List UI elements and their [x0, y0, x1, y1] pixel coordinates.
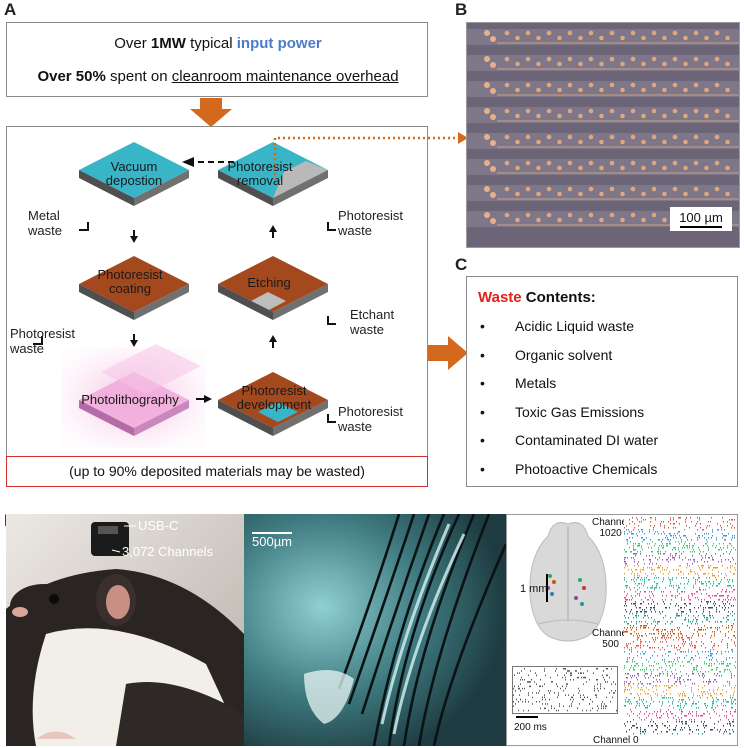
probe-array-image	[467, 29, 739, 227]
panel-label-a: A	[4, 0, 17, 19]
power-prefix: Over	[114, 35, 151, 52]
waste-item: Toxic Gas Emissions	[515, 403, 645, 420]
waste-item: Organic solvent	[515, 346, 613, 363]
inset-raster-image	[513, 668, 617, 712]
scale-bar-line	[680, 226, 722, 228]
scale-bar-box: 100 µm	[670, 207, 732, 231]
scale-1mm-label: 1 mm	[520, 583, 548, 595]
photoresist-waste-label-3: Photoresist waste	[338, 404, 404, 434]
fluorescence-photo: 500µm	[244, 514, 506, 746]
bullet-icon: •	[480, 432, 485, 448]
waste-footer-text: (up to 90% deposited materials may be wa…	[69, 463, 365, 479]
channel-bottom-label: Channel 0	[593, 735, 639, 746]
photoresist-waste-label-1: Photoresist waste	[10, 326, 76, 356]
tile-etching	[218, 256, 328, 320]
raster-plot	[624, 517, 736, 735]
channel-top-label: Channel 1020	[592, 517, 629, 539]
channel-top-line2: 1020	[599, 528, 622, 539]
usb-c-label: USB-C	[138, 518, 179, 533]
waste-item: Photoactive Chemicals	[515, 460, 658, 477]
channel-mid-label: Channel 500	[592, 628, 629, 650]
rat-image	[6, 514, 244, 746]
bullet-icon: •	[480, 375, 485, 391]
photoresist-waste-label-2: Photoresist waste	[338, 208, 404, 238]
power-box: Over 1MW typical input power Over 50% sp…	[6, 22, 428, 97]
probe-micrograph: 100 µm	[466, 22, 740, 248]
bullet-icon: •	[480, 318, 485, 334]
overhead-bold: Over 50%	[37, 68, 106, 85]
step-photoresist-removal: Photoresist removal	[227, 159, 293, 188]
waste-item: Acidic Liquid waste	[515, 318, 635, 334]
waste-item: Contaminated DI water	[515, 432, 659, 448]
channels-label: 3,072 Channels	[122, 544, 214, 559]
tile-development	[218, 372, 328, 436]
process-arrows	[130, 157, 277, 403]
step-photoresist-coating: Photoresist coating	[97, 267, 163, 296]
brain-diagram	[529, 522, 607, 642]
waste-contents-title: Waste Contents:	[478, 289, 596, 306]
waste-title-rest: Contents:	[521, 289, 596, 306]
channel-top-line1: Channel	[592, 517, 630, 528]
tile-coating	[79, 256, 189, 320]
waste-contents-box	[466, 276, 738, 487]
metal-waste-label: Metal waste	[28, 208, 62, 238]
waste-item: Metals	[515, 375, 557, 391]
rat-photo: USB-C 3,072 Channels	[6, 514, 244, 746]
raster-plot-image	[624, 517, 736, 735]
scale-bar-label: 100 µm	[679, 210, 723, 225]
fluor-scale-label: 500µm	[252, 534, 293, 549]
power-line: Over 1MW typical input power	[7, 35, 429, 52]
tile-photolithography	[61, 344, 206, 448]
bullet-icon: •	[480, 460, 485, 477]
right-arrow-icon	[428, 336, 468, 370]
waste-hook-arrows	[33, 222, 336, 423]
scale-1mm-bar	[546, 574, 548, 602]
power-highlight: input power	[236, 35, 322, 52]
waste-footer-box: (up to 90% deposited materials may be wa…	[6, 456, 428, 487]
power-value: 1MW	[150, 35, 186, 52]
step-photoresist-development: Photoresist development	[236, 383, 312, 412]
panel-label-b: B	[455, 0, 468, 19]
raster-inset	[512, 666, 618, 714]
step-vacuum: Vacuum depostion	[105, 159, 163, 188]
overhead-underline: cleanroom maintenance overhead	[171, 68, 399, 85]
fluor-scale-bar	[252, 532, 292, 534]
channel-mid-line1: Channel	[592, 628, 630, 639]
scale-200ms-bar	[516, 716, 538, 718]
channel-mid-line2: 500	[602, 639, 619, 650]
etchant-waste-label: Etchant waste	[350, 307, 395, 337]
connector-dotted	[273, 132, 468, 180]
step-etching: Etching	[247, 275, 291, 290]
step-photolithography: Photolithography	[81, 392, 179, 407]
scale-200ms-label: 200 ms	[514, 722, 547, 733]
overhead-line: Over 50% spent on cleanroom maintenance …	[7, 68, 429, 85]
bullet-icon: •	[480, 346, 485, 363]
waste-title-red: Waste	[478, 289, 522, 306]
panel-label-c: C	[455, 255, 468, 274]
process-diagram	[33, 142, 336, 448]
power-mid: typical	[185, 35, 237, 52]
fluorescence-image	[244, 514, 506, 746]
down-arrow-icon	[190, 98, 232, 127]
tile-removal	[218, 142, 328, 206]
bullet-icon: •	[480, 403, 485, 420]
overhead-mid: spent on	[105, 68, 172, 85]
callout-lines	[111, 525, 136, 553]
tile-vacuum	[79, 142, 189, 206]
